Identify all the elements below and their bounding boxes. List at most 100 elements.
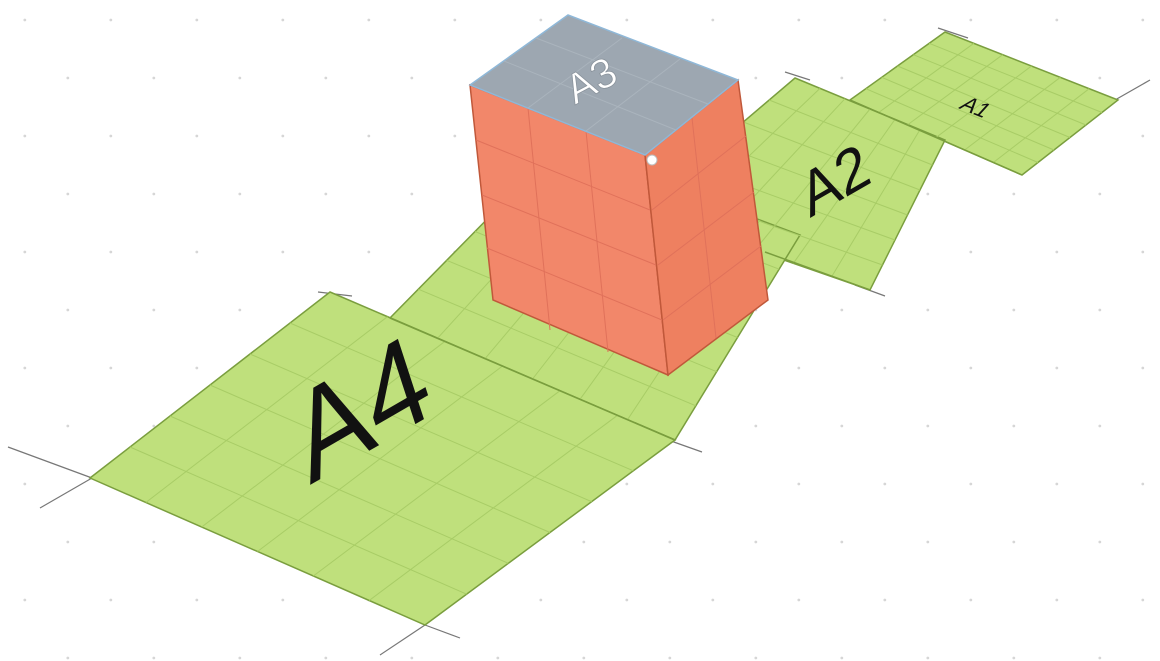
box-a3-corner-marker[interactable]: [646, 154, 658, 166]
grid-dot: [496, 656, 500, 660]
grid-dot: [1055, 598, 1059, 602]
grid-dot: [1098, 192, 1102, 196]
grid-dot: [625, 598, 629, 602]
grid-dot: [23, 366, 27, 370]
grid-dot: [23, 18, 27, 22]
grid-dot: [1012, 424, 1016, 428]
grid-dot: [1098, 76, 1102, 80]
grid-dot: [152, 540, 156, 544]
grid-dot: [926, 656, 930, 660]
grid-dot: [109, 18, 113, 22]
grid-dot: [1098, 424, 1102, 428]
grid-dot: [195, 134, 199, 138]
box-grid-line: [585, 130, 609, 353]
grid-dot: [1141, 366, 1145, 370]
grid-dot: [582, 656, 586, 660]
grid-dot: [238, 308, 242, 312]
axis-lines: [7, 27, 1151, 656]
grid-dot: [66, 540, 70, 544]
grid-dot: [410, 76, 414, 80]
box-grid-line: [481, 194, 657, 266]
grid-dot: [324, 76, 328, 80]
grid-dot: [840, 540, 844, 544]
grid-dot: [367, 250, 371, 254]
grid-dot: [926, 424, 930, 428]
grid-dot: [625, 18, 629, 22]
axis-line-left-lower: [39, 477, 93, 509]
axis-line-bottom: [379, 624, 426, 656]
grid-dot: [23, 250, 27, 254]
axis-line-right: [1114, 79, 1151, 101]
box-grid-line: [651, 135, 747, 211]
grid-dot: [754, 76, 758, 80]
grid-dot: [883, 18, 887, 22]
grid-dot: [23, 598, 27, 602]
box-top-grid-line: [535, 37, 709, 105]
grid-dot: [410, 656, 414, 660]
grid-dot: [152, 656, 156, 660]
plate-grid-line: [129, 446, 467, 595]
grid-dot: [797, 18, 801, 22]
grid-dot: [152, 192, 156, 196]
grid-dot: [625, 482, 629, 486]
grid-dot: [969, 18, 973, 22]
grid-dot: [66, 424, 70, 428]
box-top-grid-line: [527, 37, 623, 109]
grid-dot: [281, 598, 285, 602]
grid-dot: [281, 134, 285, 138]
grid-dot: [152, 308, 156, 312]
grid-dot: [969, 598, 973, 602]
grid-dot: [1141, 18, 1145, 22]
grid-dot: [883, 482, 887, 486]
grid-dot: [109, 134, 113, 138]
box-grid-line: [657, 191, 755, 266]
plate-grid-line: [865, 88, 1039, 163]
grid-dot: [969, 366, 973, 370]
grid-dot: [840, 424, 844, 428]
grid-dot: [711, 18, 715, 22]
grid-dot: [668, 540, 672, 544]
grid-dot: [1098, 656, 1102, 660]
grid-dot: [668, 656, 672, 660]
grid-dot: [754, 424, 758, 428]
grid-dot: [1141, 598, 1145, 602]
divider-a4-middle: [389, 317, 676, 441]
box-grid-line: [486, 247, 663, 321]
grid-dot: [797, 366, 801, 370]
box-a3[interactable]: [468, 14, 769, 377]
grid-dot: [195, 18, 199, 22]
divider-middle-a2: [764, 251, 871, 291]
grid-dot: [539, 598, 543, 602]
plate-grid-line: [418, 288, 697, 407]
grid-dot: [1141, 482, 1145, 486]
grid-dot: [582, 540, 586, 544]
grid-dot: [324, 656, 328, 660]
grid-dot: [1141, 134, 1145, 138]
box-top-grid-line: [503, 60, 677, 131]
grid-dot: [926, 192, 930, 196]
grid-dot: [840, 76, 844, 80]
grid-dot: [195, 250, 199, 254]
grid-dot: [711, 598, 715, 602]
grid-dot: [1141, 250, 1145, 254]
grid-dot: [1055, 18, 1059, 22]
grid-dot: [969, 250, 973, 254]
grid-dot: [539, 18, 543, 22]
box-grid-line: [527, 107, 551, 331]
grid-dot: [152, 424, 156, 428]
grid-dot: [1098, 308, 1102, 312]
grid-dot: [66, 76, 70, 80]
grid-dot: [109, 250, 113, 254]
grid-dot: [883, 366, 887, 370]
grid-dot: [367, 18, 371, 22]
box-grid-line: [691, 117, 717, 339]
grid-dot: [840, 656, 844, 660]
axis-line-top-a2: [784, 71, 811, 81]
grid-dot: [195, 366, 199, 370]
grid-dot: [281, 18, 285, 22]
box-grid-line: [475, 139, 651, 211]
grid-dot: [1098, 540, 1102, 544]
grid-dot: [1012, 540, 1016, 544]
